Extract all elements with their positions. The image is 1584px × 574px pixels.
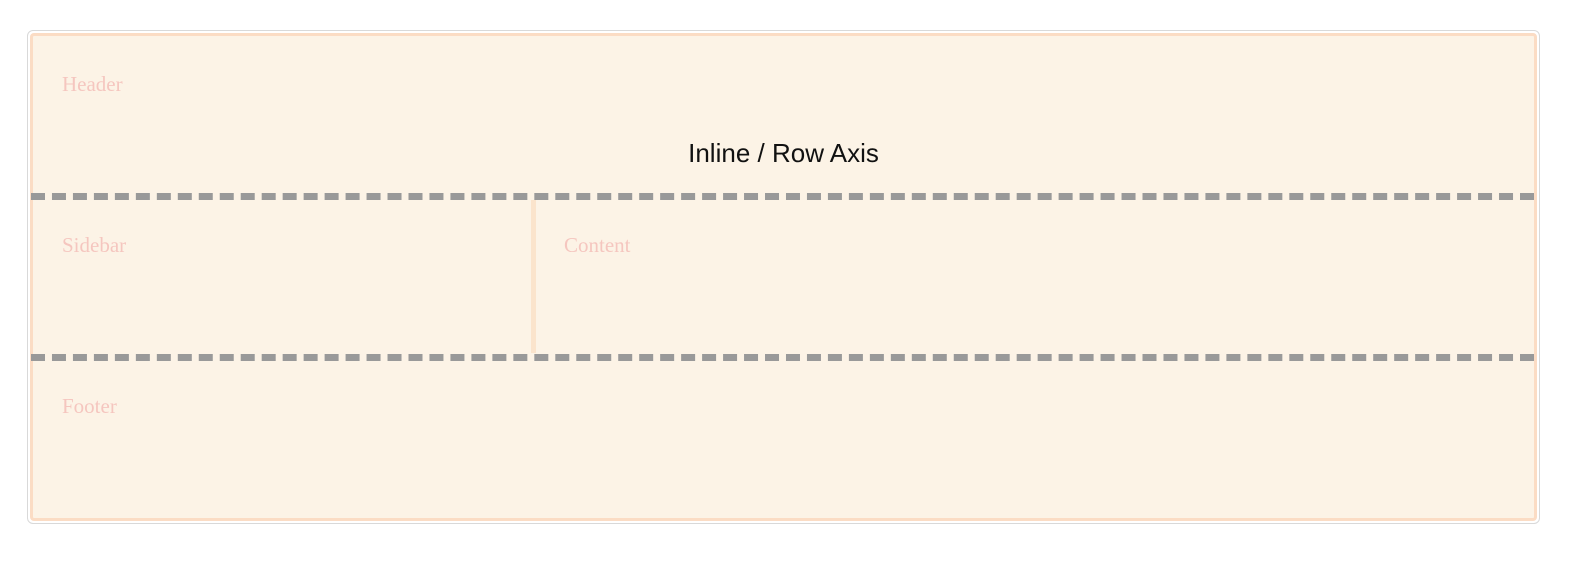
content-area-label: Content bbox=[564, 233, 631, 257]
sidebar-area-label: Sidebar bbox=[62, 233, 127, 257]
grid-container: Header Inline / Row Axis Sidebar Content… bbox=[30, 33, 1537, 521]
header-area-label: Header bbox=[62, 72, 123, 96]
row-axis-line-top bbox=[31, 193, 1534, 200]
diagram-frame: Header Inline / Row Axis Sidebar Content… bbox=[27, 30, 1540, 524]
row-axis-line-bottom bbox=[31, 354, 1534, 361]
row-axis-label: Inline / Row Axis bbox=[688, 138, 879, 168]
footer-area-label: Footer bbox=[62, 394, 117, 418]
sidebar-content-divider bbox=[531, 200, 536, 353]
